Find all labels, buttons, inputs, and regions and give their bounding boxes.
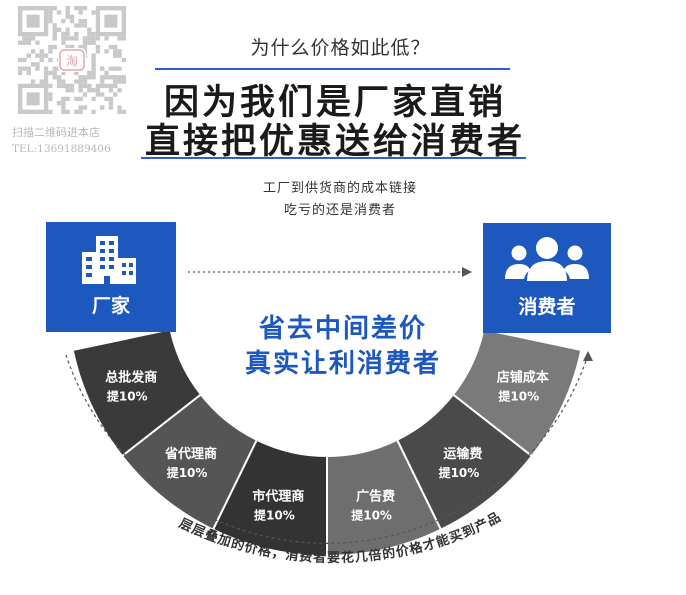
segment-2-rate: 提10% [167,465,208,480]
watermark-line2: TEL:13691889406 [12,143,111,155]
top-rule [155,68,510,70]
segment-6-rate: 提10% [498,388,539,403]
subtitle-line2: 吃亏的还是消费者 [283,203,396,218]
center-message-line1: 省去中间差价 [258,314,427,344]
segment-5-rate: 提10% [439,465,480,480]
headline-line1: 因为我们是厂家直销 [163,83,506,123]
headline-line2: 直接把优惠送给消费者 [144,122,525,162]
watermark-line1: 扫描二维码进本店 [12,126,100,139]
building-icon [82,236,136,284]
segment-4-rate: 提10% [351,507,392,522]
bottom-rule [141,157,526,159]
segment-5-name: 运输费 [443,446,482,462]
consumer-label: 消费者 [518,296,576,318]
factory-label: 厂家 [91,295,130,317]
qr-code: 淘 [18,6,126,114]
question-title: 为什么价格如此低？ [250,37,431,59]
outer-arc-arrowhead [583,351,593,361]
segment-1-rate: 提10% [107,388,148,403]
segment-4-name: 广告费 [356,488,395,504]
people-icon [505,237,589,281]
subtitle-line1: 工厂到供货商的成本链接 [262,181,417,196]
segment-3-name: 市代理商 [252,488,304,504]
segment-2-name: 省代理商 [164,446,217,462]
factory-box: 厂家 [46,222,176,332]
qr-badge: 淘 [66,54,78,68]
flow-arrow-head [462,267,472,277]
segment-1-name: 总批发商 [105,369,157,385]
outer-arc-path [65,354,589,544]
consumer-box: 消费者 [483,223,611,333]
segment-3-rate: 提10% [254,507,295,522]
center-message-line2: 真实让利消费者 [244,349,441,379]
segment-6-name: 店铺成本 [497,369,549,385]
